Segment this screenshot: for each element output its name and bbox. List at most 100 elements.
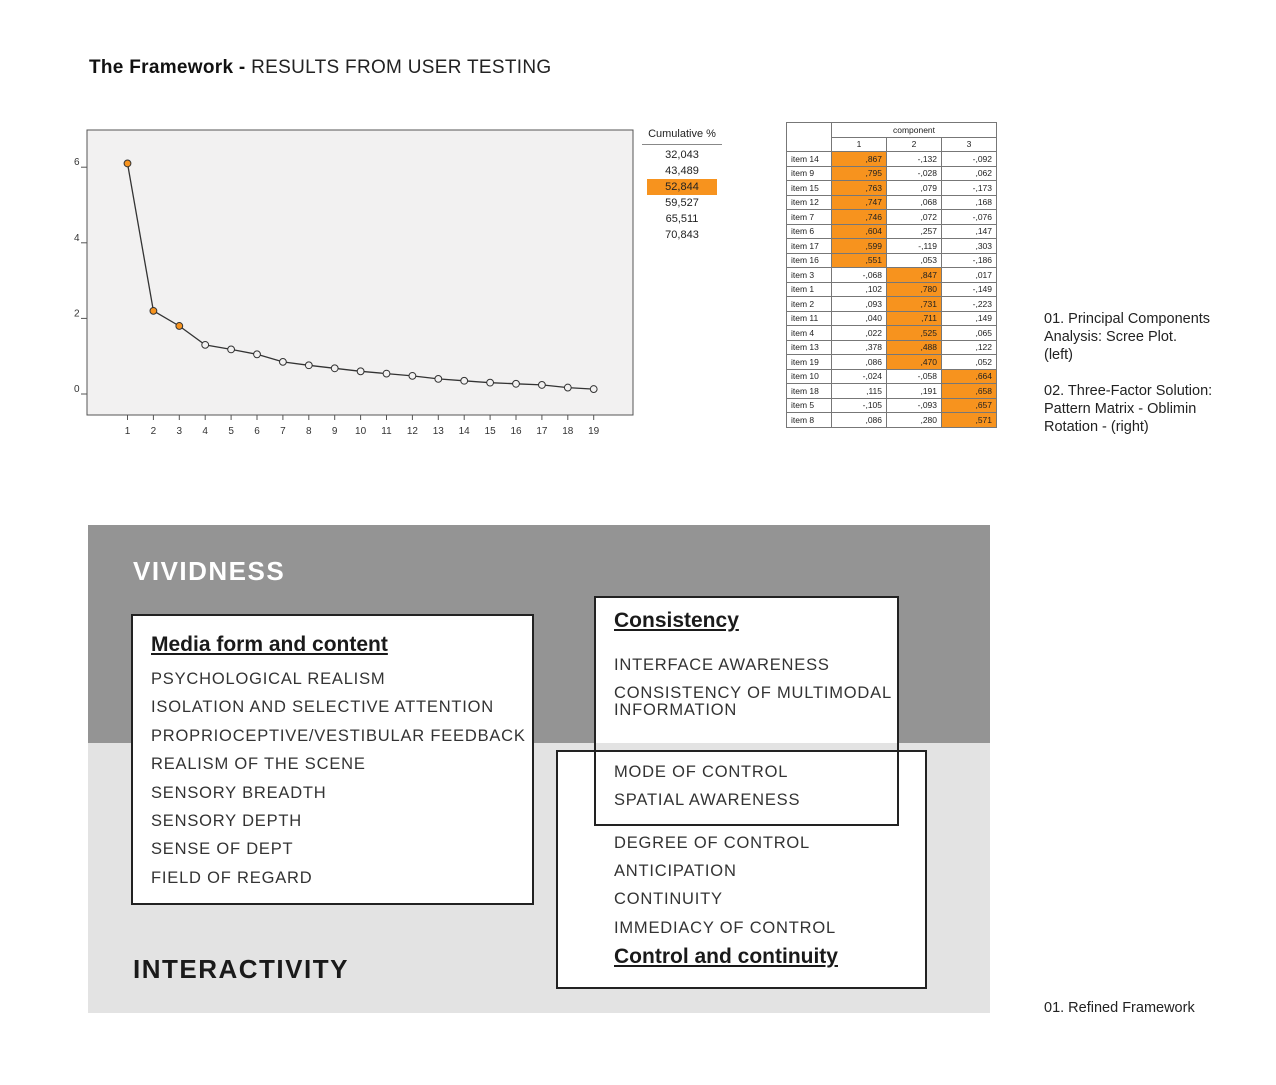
scree-point [304, 361, 313, 370]
media-form-item: FIELD OF REGARD [151, 868, 313, 887]
matrix-row: item 13,378,488,122 [786, 339, 997, 355]
matrix-row-label: item 15 [786, 180, 832, 196]
matrix-cell: -,092 [941, 151, 997, 167]
matrix-row: item 19,086,470,052 [786, 354, 997, 370]
matrix-cell: ,847 [886, 267, 942, 283]
matrix-cell: ,599 [831, 238, 887, 254]
matrix-row: item 17,599-,119,303 [786, 238, 997, 254]
matrix-row-label: item 6 [786, 223, 832, 239]
cumulative-value: 52,844 [647, 179, 717, 195]
matrix-cell: ,470 [886, 354, 942, 370]
x-tick-label: 6 [254, 426, 260, 437]
matrix-cell: ,795 [831, 165, 887, 181]
matrix-cell: ,711 [886, 310, 942, 326]
consistency-item: CONSISTENCY OF MULTIMODAL [614, 684, 892, 702]
y-tick-label: 6 [74, 157, 80, 168]
scree-point [512, 379, 520, 388]
matrix-row-label: item 7 [786, 209, 832, 225]
matrix-cell: -,024 [831, 368, 887, 384]
matrix-cell: ,604 [831, 223, 887, 239]
matrix-row: item 18,115,191,658 [786, 383, 997, 399]
media-form-item: PSYCHOLOGICAL REALISM [151, 670, 386, 688]
matrix-cell: ,062 [941, 165, 997, 181]
matrix-cell: ,086 [831, 412, 887, 428]
matrix-cell: ,093 [831, 296, 887, 312]
x-tick-label: 3 [177, 426, 183, 437]
cumulative-value: 43,489 [665, 165, 699, 177]
caption-line: Pattern Matrix - Oblimin [1044, 401, 1197, 417]
matrix-row-label: item 5 [786, 397, 832, 413]
matrix-row: item 14,867-,132-,092 [786, 151, 997, 167]
x-tick-label: 1 [125, 426, 131, 437]
cumulative-value: 70,843 [665, 229, 699, 241]
matrix-row: item 4,022,525,065 [786, 325, 997, 341]
consistency-fill [596, 598, 897, 743]
caption-line: Analysis: Scree Plot. [1044, 329, 1177, 345]
x-tick-label: 16 [510, 426, 522, 437]
matrix-cell: ,022 [831, 325, 887, 341]
media-form-item: PROPRIOCEPTIVE/VESTIBULAR FEEDBACK [151, 726, 526, 745]
control-item: ANTICIPATION [614, 862, 737, 880]
scree-point [563, 383, 572, 392]
x-tick-label: 11 [381, 426, 392, 437]
matrix-row-label: item 17 [786, 238, 832, 254]
matrix-cell: -,149 [941, 281, 997, 297]
vividness-heading: VIVIDNESS [133, 556, 286, 586]
matrix-cell: -,093 [886, 397, 942, 413]
matrix-row: item 7,746,072-,076 [786, 209, 997, 225]
matrix-cell: ,072 [886, 209, 942, 225]
matrix-row-label: item 8 [786, 412, 832, 428]
y-tick-label: 4 [74, 233, 80, 244]
matrix-row: item 11,040,711,149 [786, 310, 997, 326]
matrix-cell: -,186 [941, 252, 997, 268]
matrix-cell: ,086 [831, 354, 887, 370]
consistency-item: INTERFACE AWARENESS [614, 656, 830, 674]
matrix-cell: ,052 [941, 354, 997, 370]
caption-line: 02. Three-Factor Solution: [1044, 383, 1213, 399]
caption-scree: 01. Principal Components Analysis: Scree… [1044, 310, 1264, 364]
matrix-row: item 3-,068,847,017 [786, 267, 997, 283]
matrix-cell: ,065 [941, 325, 997, 341]
matrix-cell: -,173 [941, 180, 997, 196]
matrix-row-label: item 2 [786, 296, 832, 312]
x-tick-label: 7 [280, 426, 286, 437]
matrix-cell: ,780 [886, 281, 942, 297]
matrix-cell: ,488 [886, 339, 942, 355]
matrix-cell: ,149 [941, 310, 997, 326]
shared-item: SPATIAL AWARENESS [614, 791, 801, 809]
control-continuity-box [556, 750, 927, 989]
matrix-row: item 12,747,068,168 [786, 194, 997, 210]
matrix-row-label: item 4 [786, 325, 832, 341]
interactivity-heading: INTERACTIVITY [133, 954, 349, 984]
x-tick-label: 13 [433, 426, 445, 437]
matrix-cell: -,068 [831, 267, 887, 283]
matrix-cell: ,571 [941, 412, 997, 428]
matrix-cell: ,303 [941, 238, 997, 254]
matrix-cell: ,191 [886, 383, 942, 399]
page-title-bold: The Framework - [89, 57, 246, 78]
matrix-cell: ,147 [941, 223, 997, 239]
shared-item: MODE OF CONTROL [614, 763, 789, 781]
scree-point [149, 306, 158, 315]
cumulative-value: 32,043 [665, 149, 699, 161]
y-tick-label: 2 [74, 308, 80, 319]
matrix-cell: ,657 [941, 397, 997, 413]
matrix-row: item 5-,105-,093,657 [786, 397, 997, 413]
scree-point [175, 322, 184, 330]
x-tick-label: 8 [306, 426, 312, 437]
scree-point [486, 378, 495, 387]
x-tick-label: 15 [485, 426, 497, 437]
scree-point [330, 364, 339, 373]
matrix-row: item 10-,024-,058,664 [786, 368, 997, 384]
media-form-box [131, 614, 534, 905]
matrix-row: item 16,551,053-,186 [786, 252, 997, 268]
matrix-row-label: item 18 [786, 383, 832, 399]
matrix-column-header: 3 [941, 136, 997, 152]
matrix-cell: ,053 [886, 252, 942, 268]
x-tick-label: 10 [355, 426, 367, 437]
scree-point [382, 369, 391, 378]
